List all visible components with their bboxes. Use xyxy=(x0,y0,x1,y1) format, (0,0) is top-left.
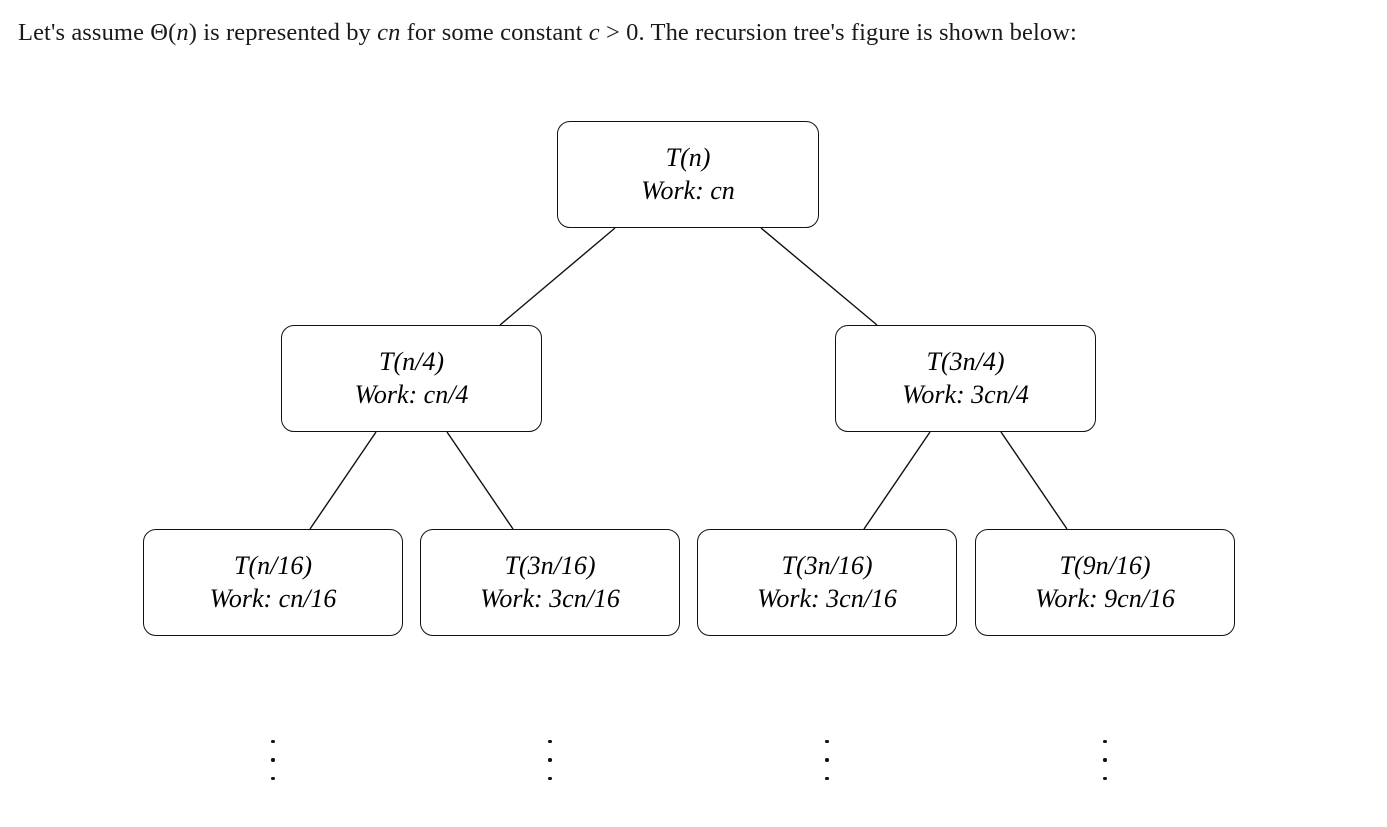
node-work-label: Work: cn xyxy=(641,176,735,205)
dot xyxy=(548,740,552,744)
dot xyxy=(825,758,829,762)
dot xyxy=(548,776,552,780)
dot xyxy=(548,758,552,762)
dot xyxy=(1103,740,1107,744)
tree-node-root[interactable]: T(n) Work: cn xyxy=(557,121,819,228)
vertical-dots-icon xyxy=(260,740,286,780)
tree-node-l3-0[interactable]: T(n/16) Work: cn/16 xyxy=(143,529,403,636)
node-work-label: Work: 3cn/16 xyxy=(757,584,897,613)
vertical-dots-icon xyxy=(814,740,840,780)
dot xyxy=(271,776,275,780)
node-call-label: T(3n/16) xyxy=(504,551,596,580)
intro-segment-6: for some constant xyxy=(400,19,589,46)
intro-segment-theta: Θ( xyxy=(150,19,177,46)
edge-l2-0-to-l3-1 xyxy=(446,431,514,530)
dot xyxy=(1103,776,1107,780)
node-call-label: T(9n/16) xyxy=(1059,551,1151,580)
node-call-label: T(3n/4) xyxy=(926,347,1005,376)
node-work-label: Work: 3cn/16 xyxy=(480,584,620,613)
node-work-label: Work: cn/4 xyxy=(354,380,469,409)
intro-segment-n: n xyxy=(176,19,189,46)
tree-node-l2-1[interactable]: T(3n/4) Work: 3cn/4 xyxy=(835,325,1096,432)
intro-segment-8: > 0. The recursion tree's figure is show… xyxy=(599,19,1077,46)
node-work-label: Work: 9cn/16 xyxy=(1035,584,1175,613)
node-call-label: T(3n/16) xyxy=(781,551,873,580)
intro-segment-c: c xyxy=(588,19,600,46)
intro-segment-4: is represented by xyxy=(196,19,378,46)
vertical-dots-icon xyxy=(1092,740,1118,780)
intro-paragraph: Let's assume Θ(n) is represented by cn f… xyxy=(18,12,1368,54)
node-call-label: T(n/4) xyxy=(379,347,444,376)
dot xyxy=(1103,758,1107,762)
node-work-label: Work: cn/16 xyxy=(209,584,337,613)
edge-l2-1-to-l3-2 xyxy=(863,431,931,530)
edge-l2-0-to-l3-0 xyxy=(309,431,377,530)
dot xyxy=(825,740,829,744)
node-work-label: Work: 3cn/4 xyxy=(902,380,1029,409)
intro-segment-0: Let's assume xyxy=(18,19,151,46)
intro-segment-paren: ) xyxy=(188,19,197,46)
tree-node-l3-1[interactable]: T(3n/16) Work: 3cn/16 xyxy=(420,529,680,636)
node-call-label: T(n) xyxy=(665,143,711,172)
edge-l2-1-to-l3-3 xyxy=(1000,431,1068,530)
tree-node-l3-2[interactable]: T(3n/16) Work: 3cn/16 xyxy=(697,529,957,636)
tree-node-l2-0[interactable]: T(n/4) Work: cn/4 xyxy=(281,325,542,432)
tree-node-l3-3[interactable]: T(9n/16) Work: 9cn/16 xyxy=(975,529,1235,636)
dot xyxy=(825,776,829,780)
edge-root-to-l2-0 xyxy=(499,227,616,326)
dot xyxy=(271,740,275,744)
intro-segment-cn: cn xyxy=(377,19,401,46)
edge-root-to-l2-1 xyxy=(760,227,878,326)
vertical-dots-icon xyxy=(537,740,563,780)
node-call-label: T(n/16) xyxy=(234,551,312,580)
dot xyxy=(271,758,275,762)
